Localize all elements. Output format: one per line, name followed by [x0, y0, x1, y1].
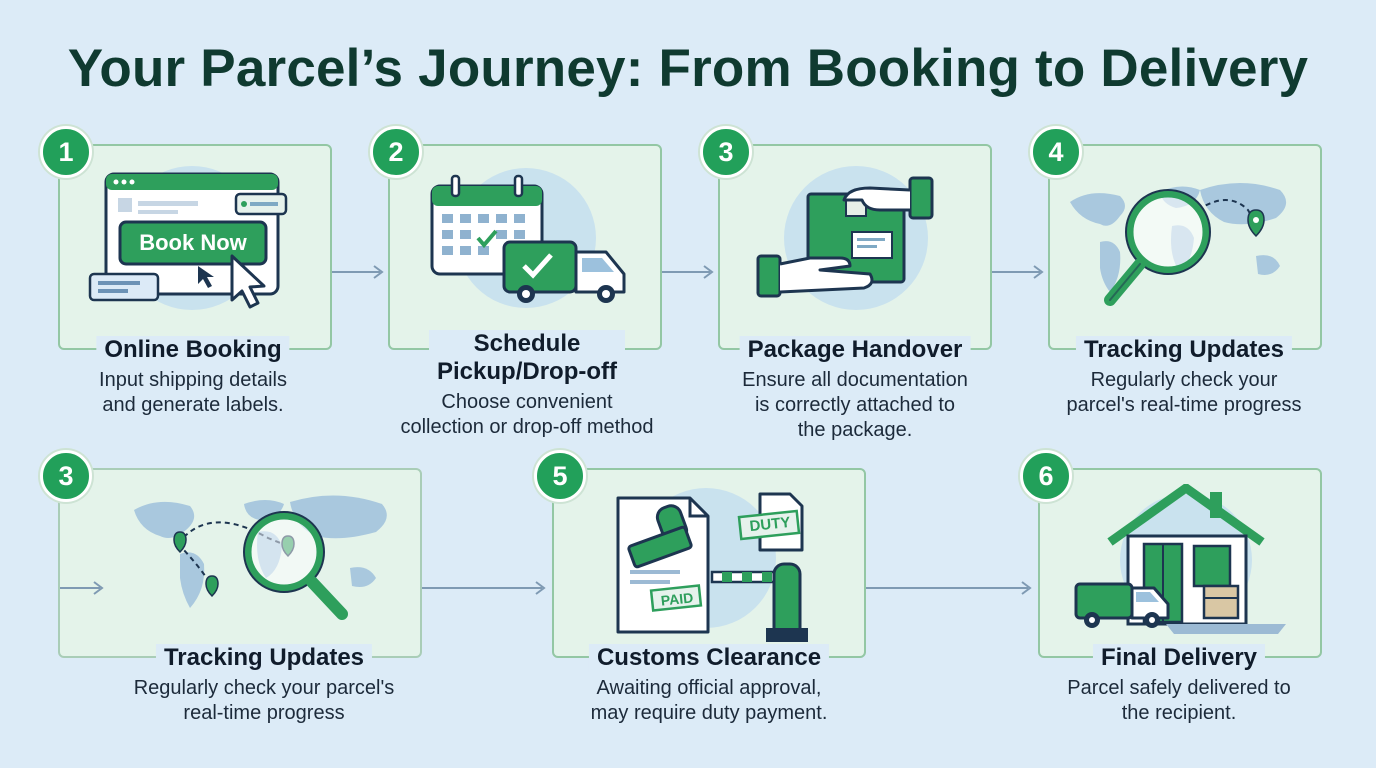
step-description: Input shipping details and generate labe…: [99, 369, 287, 416]
step-title: Tracking Updates: [1075, 336, 1293, 364]
step-title: Customs Clearance: [588, 644, 830, 672]
flow-arrow-icon: [422, 581, 546, 595]
step-title: Online Booking: [96, 336, 290, 364]
flow-arrow-icon: [332, 265, 384, 279]
flow-arrow-icon: [992, 265, 1044, 279]
world-route-magnifier-icon: [134, 495, 387, 620]
step-number-badge: 4: [1030, 126, 1082, 178]
handover-box-icon: [756, 166, 934, 310]
customs-documents-icon: [616, 488, 808, 642]
page-title: Your Parcel’s Journey: From Booking to D…: [67, 39, 1309, 98]
browser-booking-icon: [88, 166, 288, 310]
house-van-icon: [1074, 484, 1286, 634]
step-description: Awaiting official approval, may require …: [590, 677, 828, 724]
step-number-badge: 6: [1020, 450, 1072, 502]
step-title: Final Delivery: [1092, 644, 1266, 672]
step-number-badge: 3: [700, 126, 752, 178]
calendar-van-icon: [430, 168, 626, 308]
step-number-badge: 5: [534, 450, 586, 502]
step-title: Schedule Pickup/Drop-off: [429, 330, 625, 386]
book-now-button[interactable]: Book Now: [139, 230, 247, 255]
flow-arrow-icon: [866, 581, 1032, 595]
map-magnifier-icon: [1070, 183, 1287, 306]
step-number-badge: 2: [370, 126, 422, 178]
step-description: Choose convenient collection or drop-off…: [400, 391, 654, 438]
step-number-badge: 3: [40, 450, 92, 502]
step-description: Ensure all documentation is correctly at…: [742, 369, 968, 441]
step-number-badge: 1: [40, 126, 92, 178]
step-description: Parcel safely delivered to the recipient…: [1067, 677, 1291, 724]
step-description: Regularly check your parcel's real-time …: [133, 677, 395, 724]
step-description: Regularly check your parcel's real-time …: [1066, 369, 1302, 416]
flow-arrow-icon: [662, 265, 714, 279]
flow-arrow-icon: [60, 581, 104, 595]
step-title: Package Handover: [739, 336, 971, 364]
step-title: Tracking Updates: [155, 644, 373, 672]
